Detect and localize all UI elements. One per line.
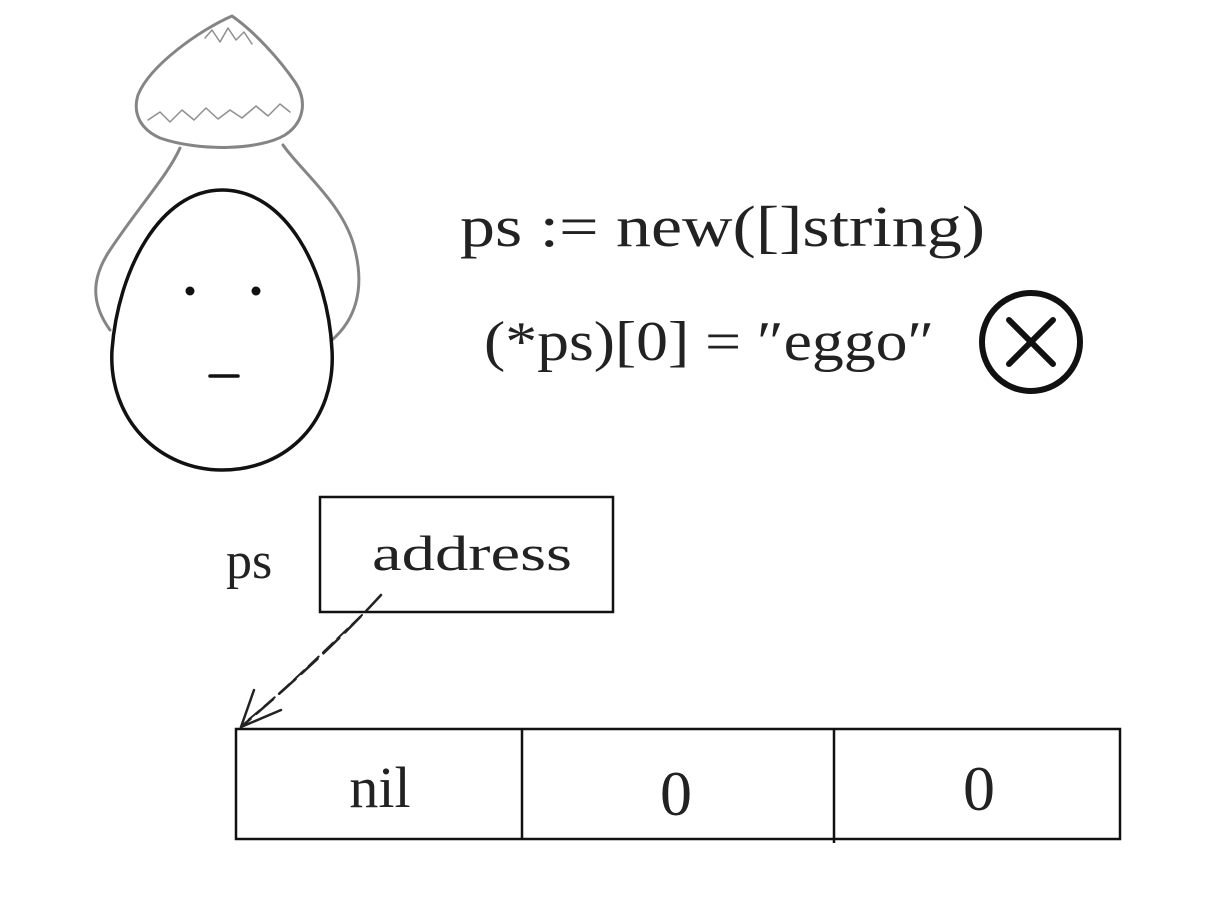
right-eye [251, 286, 261, 296]
slice-cell-pointer: nil [349, 755, 410, 820]
pointer-arrow [239, 593, 383, 729]
error-x-circle-icon [979, 290, 1083, 394]
slice-cell-capacity: 0 [963, 753, 995, 824]
pointer-value-box: address [318, 495, 615, 614]
character-hair-outline [94, 143, 361, 342]
pointer-variable-label: ps [226, 533, 272, 590]
slice-cell-length: 0 [660, 758, 692, 829]
slice-header-box: nil 0 0 [234, 727, 1122, 843]
pointer-value-text: address [372, 525, 572, 581]
left-eye [185, 286, 195, 296]
character-illustration [94, 14, 361, 472]
bun-texture [147, 27, 291, 123]
character-head [110, 188, 334, 472]
code-line-index-assign: (*ps)[0] = ″eggo″ [484, 311, 934, 373]
topknot-bun [134, 14, 304, 149]
code-line-new-slice: ps := new([]string) [460, 194, 985, 259]
